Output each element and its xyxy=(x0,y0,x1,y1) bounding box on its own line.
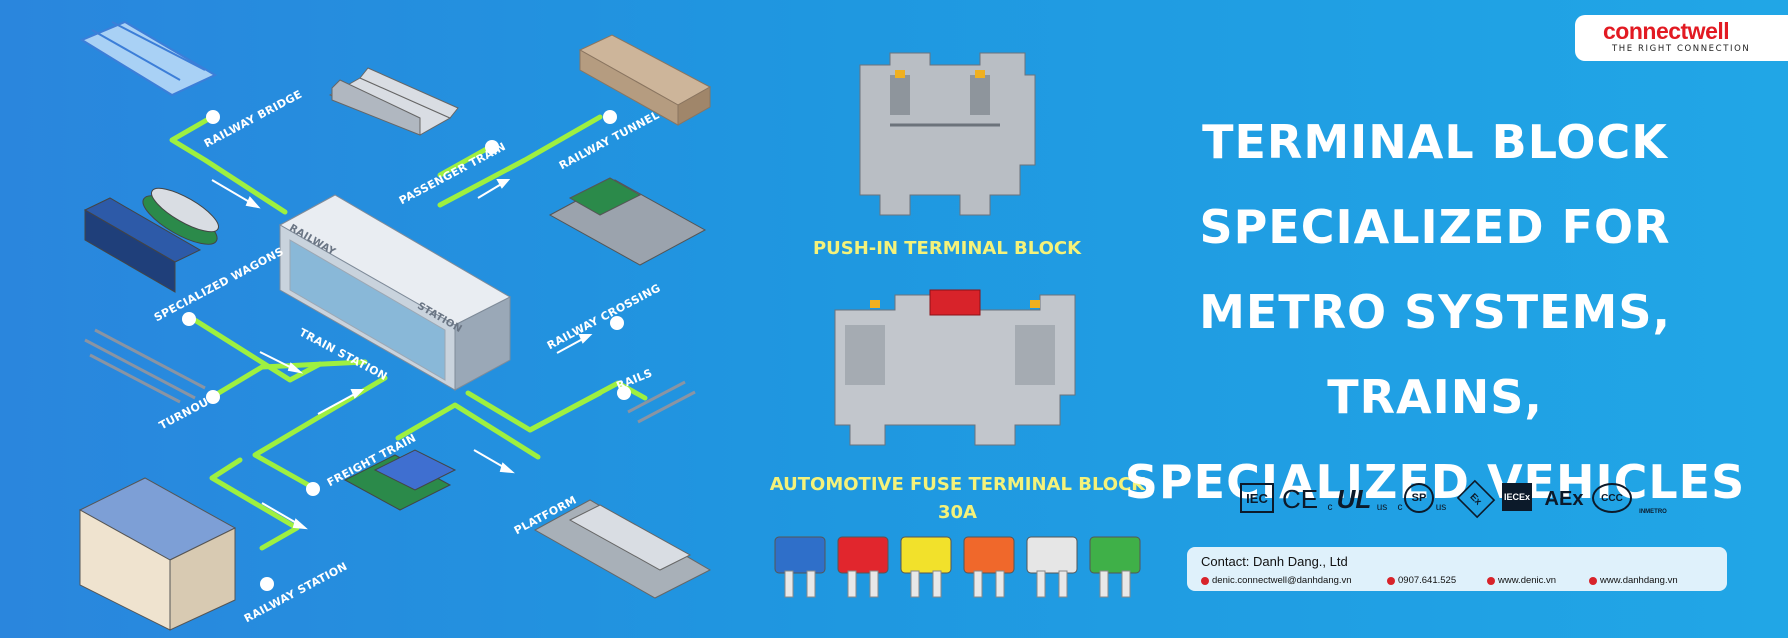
fuse-4 xyxy=(963,536,1015,598)
fuse-caption-line2: 30A xyxy=(938,502,977,523)
fuse-6 xyxy=(1089,536,1141,598)
brand-logo-panel xyxy=(1575,15,1788,61)
contact-phone[interactable]: 0907.641.525 xyxy=(1387,575,1456,586)
csa-us-mark: us xyxy=(1435,501,1447,513)
brand-tagline: THE RIGHT CONNECTION xyxy=(1612,44,1751,54)
node-railway-crossing xyxy=(610,316,624,330)
headline-line-2: SPECIALIZED FOR xyxy=(1199,200,1671,254)
fuse-caption-line1: AUTOMOTIVE FUSE TERMINAL BLOCK xyxy=(769,474,1146,495)
ul-logo: UL xyxy=(1336,483,1372,514)
csa-logo: SP xyxy=(1404,483,1434,513)
brand-logo: connectwell xyxy=(1603,18,1730,44)
csa-c-mark: c xyxy=(1397,501,1403,513)
ul-us-mark: us xyxy=(1376,501,1388,513)
node-railway-tunnel xyxy=(603,110,617,124)
node-rails xyxy=(617,386,631,400)
push-in-terminal-block-image xyxy=(859,52,1036,216)
ex-logo: Ex xyxy=(1456,479,1496,519)
aex-logo: AEx xyxy=(1544,487,1584,510)
fuse-1 xyxy=(774,536,826,598)
push-in-caption: PUSH-IN TERMINAL BLOCK xyxy=(812,238,1082,259)
certification-logos: IEC CE c UL us c SP us Ex IECEx AEx CCC … xyxy=(1240,479,1680,519)
contact-web-denic[interactable]: www.denic.vn xyxy=(1487,575,1556,586)
web-bullet-icon xyxy=(1589,576,1597,585)
fuse-3 xyxy=(900,536,952,598)
headline-line-4: SPECIALIZED VEHICLES xyxy=(1124,455,1746,509)
contact-panel: Contact: Danh Dang., Ltd denic.connectwe… xyxy=(1187,547,1727,591)
fuse-5 xyxy=(1026,536,1078,598)
headline-line-3: METRO SYSTEMS, TRAINS, xyxy=(1199,285,1671,424)
node-specialized-wagons xyxy=(182,312,196,326)
headline-line-1: TERMINAL BLOCK xyxy=(1202,115,1668,169)
phone-bullet-icon xyxy=(1387,576,1395,585)
contact-email-text: denic.connectwell@danhdang.vn xyxy=(1212,575,1352,586)
contact-web-danhdang[interactable]: www.danhdang.vn xyxy=(1589,575,1678,586)
node-railway-station xyxy=(260,577,274,591)
ccc-logo: CCC xyxy=(1592,483,1632,513)
node-passenger-train xyxy=(485,140,499,154)
contact-web-denic-text: www.denic.vn xyxy=(1498,575,1557,586)
fuse-terminal-block-image xyxy=(834,289,1076,446)
node-railway-bridge xyxy=(206,110,220,124)
fuse-2 xyxy=(837,536,889,598)
inmetro-logo: INMETRO xyxy=(1639,509,1667,515)
contact-phone-text: 0907.641.525 xyxy=(1398,575,1457,586)
node-freight-train xyxy=(306,482,320,496)
contact-web-danhdang-text: www.danhdang.vn xyxy=(1600,575,1678,586)
node-turnout xyxy=(206,390,220,404)
contact-title: Contact: Danh Dang., Ltd xyxy=(1201,554,1348,569)
railway-network-diagram xyxy=(78,20,712,631)
iec-logo: IEC xyxy=(1240,483,1274,513)
contact-email[interactable]: denic.connectwell@danhdang.vn xyxy=(1201,575,1352,586)
automotive-fuses xyxy=(774,536,1141,598)
ce-logo: CE xyxy=(1281,483,1319,514)
web-bullet-icon xyxy=(1487,576,1495,585)
iecex-logo: IECEx xyxy=(1502,483,1532,511)
ul-c-mark: c xyxy=(1327,501,1333,513)
headline: TERMINAL BLOCK SPECIALIZED FOR METRO SYS… xyxy=(1115,100,1755,525)
email-bullet-icon xyxy=(1201,576,1209,585)
